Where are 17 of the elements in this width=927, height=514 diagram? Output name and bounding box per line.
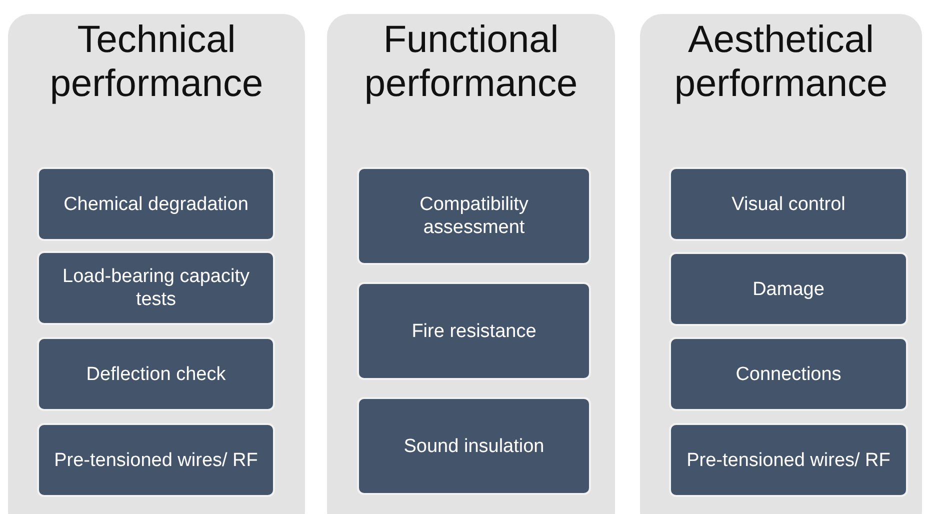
panel-title: Technical performance xyxy=(48,18,264,106)
criterion-box: Connections xyxy=(669,337,908,411)
panel-title: Aesthetical performance xyxy=(673,18,889,106)
criterion-box: Load-bearing capacity tests xyxy=(37,251,275,325)
category-panel xyxy=(8,14,305,514)
criterion-box: Fire resistance xyxy=(357,282,591,380)
criterion-box: Compatibility assessment xyxy=(357,167,591,265)
category-panel xyxy=(327,14,615,514)
criterion-box: Chemical degradation xyxy=(37,167,275,241)
panel-title: Functional performance xyxy=(363,18,579,106)
criterion-box: Visual control xyxy=(669,167,908,241)
criterion-box: Pre-tensioned wires/ RF xyxy=(37,423,275,497)
category-panel xyxy=(640,14,922,514)
criterion-box: Damage xyxy=(669,252,908,326)
criterion-box: Sound insulation xyxy=(357,397,591,495)
criterion-box: Deflection check xyxy=(37,337,275,411)
criterion-box: Pre-tensioned wires/ RF xyxy=(669,423,908,497)
